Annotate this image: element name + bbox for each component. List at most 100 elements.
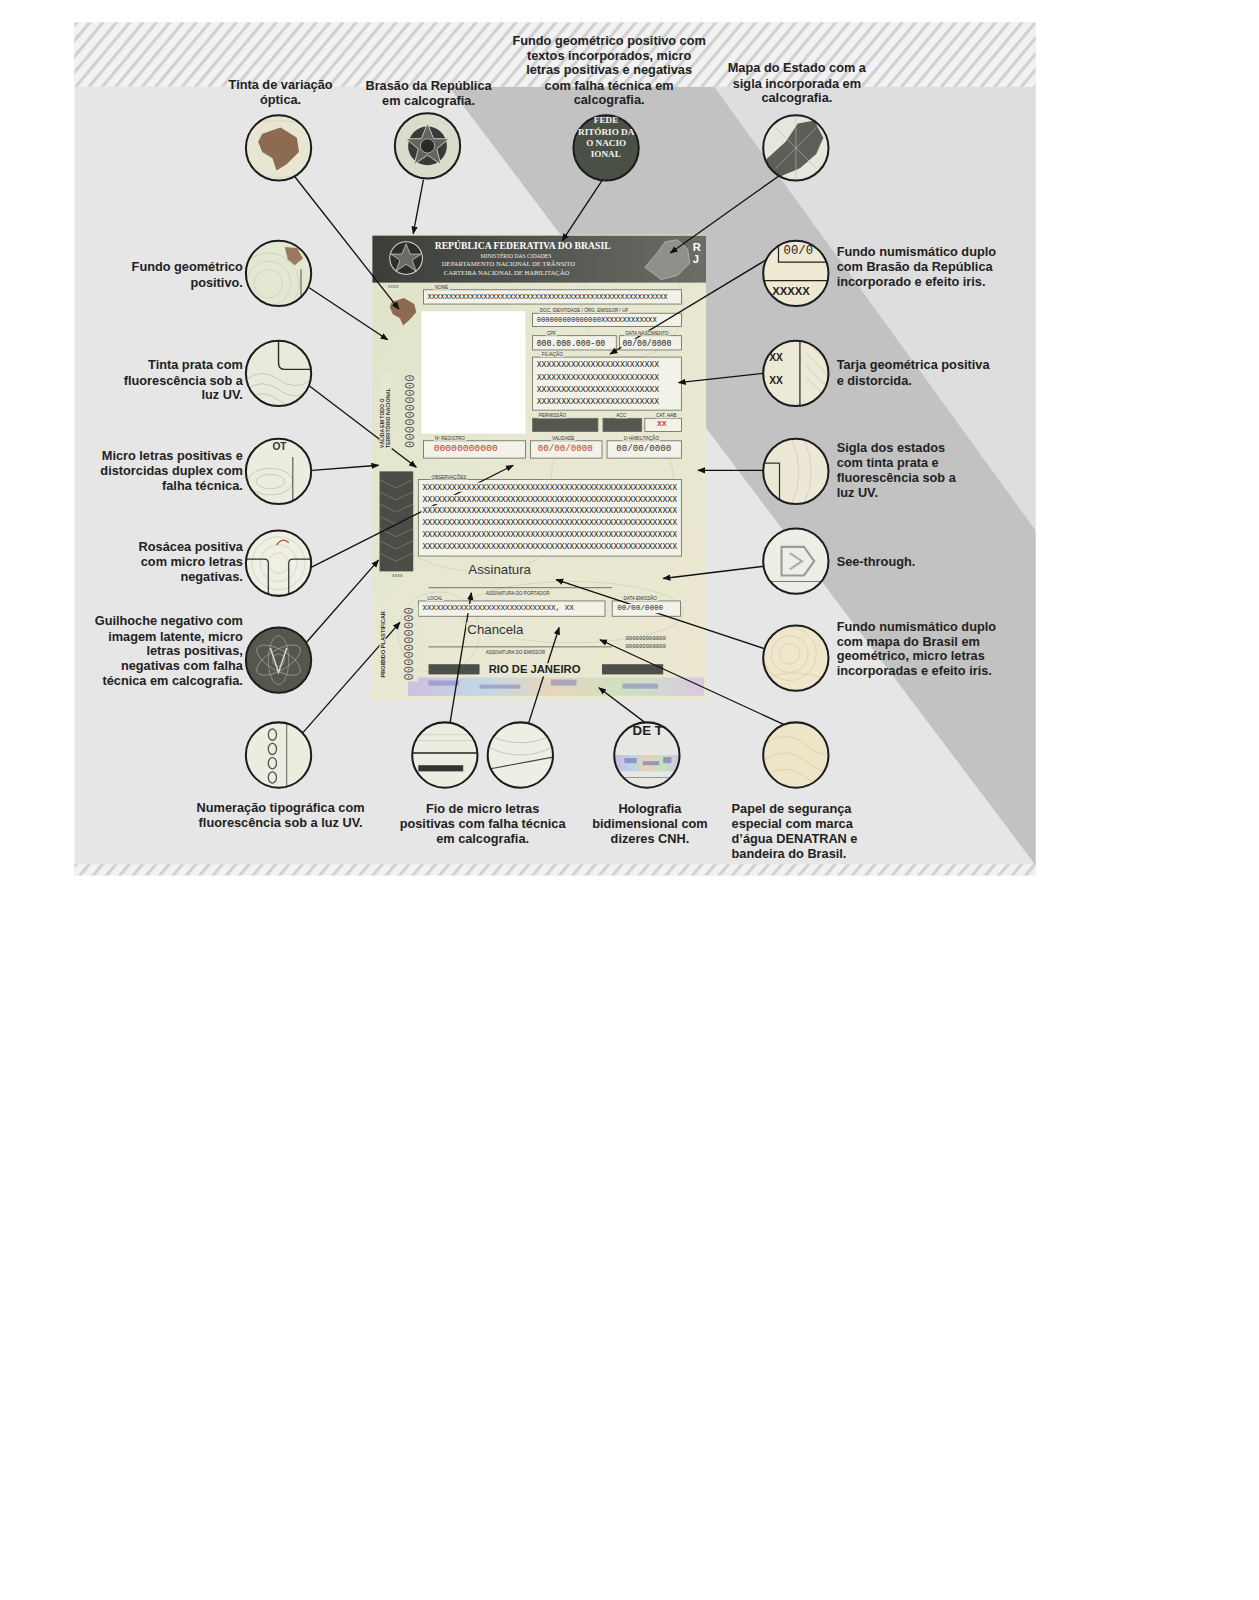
leader-line-part (413, 180, 423, 234)
magnified-text: IONAL (590, 149, 622, 160)
magnifier-detail (614, 722, 679, 787)
card-text: CPF (546, 330, 557, 335)
license-card-part-part (533, 336, 617, 350)
magnified-text: XXXXX (771, 285, 810, 298)
leader-line-part (306, 560, 378, 643)
magnifier-detail (573, 115, 638, 180)
magnifier-detail (258, 128, 299, 171)
license-card-part-part (612, 601, 680, 616)
card-text: 00/00/0000 (621, 338, 672, 347)
card-text: 00000000000 (433, 443, 499, 454)
magnifier-detail (286, 722, 287, 787)
card-text: 1ª HABILITAÇÃO (622, 435, 660, 440)
license-card-part (390, 242, 423, 275)
callout-circle: Numeração tipográfica com fluorescência … (244, 720, 313, 789)
magnifier-detail (799, 341, 800, 406)
magnifier-detail (246, 341, 311, 406)
leader-line-part (698, 470, 763, 471)
magnifier-detail (268, 636, 288, 685)
callout-label: Numeração tipográfica com fluorescência … (194, 801, 367, 831)
magnifier-detail (792, 439, 799, 504)
magnifier-detail (412, 722, 477, 787)
card-text: RJ (693, 241, 704, 266)
magnifier-detail (395, 113, 460, 178)
magnifier-detail (300, 269, 301, 306)
card-text: XXXXXXXXXXXXXXXXXXXXXXXXX (536, 360, 661, 369)
magnifier-detail (763, 722, 828, 787)
card-text: LOCAL (426, 595, 443, 600)
magnifier-circle (244, 720, 313, 789)
callout-label: Rosácea positiva com micro letras negati… (115, 540, 243, 584)
magnifier-detail (412, 722, 477, 787)
magnifier-detail (246, 373, 311, 406)
callout-circle: Fio de micro letras positivas com falha … (410, 720, 555, 789)
magnifier-circle (244, 625, 313, 694)
magnifier-detail (246, 341, 311, 406)
magnifier-detail (246, 341, 311, 406)
magnifier-detail (412, 722, 477, 787)
license-card-part-part (418, 601, 605, 616)
callout-label: Mapa do Estado com a sigla incorporada e… (725, 61, 868, 105)
magnifier-detail (246, 722, 311, 787)
license-card (372, 235, 706, 700)
magnifier-detail (246, 627, 311, 692)
magnifier-detail (763, 737, 828, 754)
card-text: 0000000000 (405, 373, 419, 449)
callout-label: Sigla dos estados com tinta prata e fluo… (837, 441, 975, 500)
magnifier-detail (488, 722, 553, 787)
callout-label: Fundo geométrico positivo com textos inc… (512, 34, 706, 108)
card-text: DATA NASCIMENTO (624, 330, 669, 335)
callout-label: Tinta prata com fluorescência sob a luz … (105, 358, 243, 402)
magnifier-detail (643, 761, 659, 765)
callout-label: Brasão da República em calcografia. (357, 79, 500, 109)
magnifier-detail (395, 113, 460, 178)
magnifier-detail (763, 115, 828, 180)
magnifier-detail (763, 722, 828, 787)
license-card-part-part (380, 480, 414, 562)
leader-line-part (610, 259, 767, 354)
magnifier-detail (780, 644, 800, 664)
magnifier-detail (292, 457, 293, 504)
callout-circle: Tarja geométrica positiva e distorcida. (761, 339, 830, 408)
magnifier-detail (246, 531, 311, 596)
magnifier-detail (246, 439, 311, 504)
card-text: 0000000000 (404, 606, 418, 682)
callout-circle: Fundo numismático duplo com mapa do Bras… (761, 623, 830, 692)
magnifier-detail (763, 280, 828, 281)
card-text: XXXXXXXXXXXXXXXXXXXXXXXXXXXXXXXXXXXXXXXX… (426, 292, 668, 300)
magnifier-detail (763, 341, 828, 406)
card-text: XXXXXXXXXXXXXXXXXXXXXXXXXXXXXXXXXXXXXXXX… (421, 494, 678, 503)
magnifier-detail (246, 531, 311, 596)
magnifier-detail (246, 241, 311, 306)
magnifier-detail (763, 625, 828, 690)
callout-label: Fundo numismático duplo com Brasão da Re… (837, 245, 1000, 289)
magnifier-detail (412, 740, 477, 741)
card-text: XXXX (391, 574, 404, 579)
magnifier-detail (763, 722, 828, 787)
magnifier-detail (254, 269, 283, 298)
license-card-part-part (551, 680, 577, 686)
license-card-part (421, 311, 525, 433)
magnifier-detail (614, 722, 679, 787)
callout-circle: Papel de segurança especial com marca d’… (761, 720, 830, 789)
license-card-part (429, 587, 613, 588)
card-text: XXXXXXXXXXXXXXXXXXXXXXXXXXXXXXXXXXXXXXXX… (421, 506, 678, 515)
callout-circle: Rosácea positiva com micro letras negati… (244, 529, 313, 598)
license-card-part-part (533, 418, 598, 431)
magnifier-detail (763, 753, 828, 770)
card-text: XXXXXXXXXXXXXXXXXXXXXXXXXXXXXXXXXXXXXXXX… (421, 530, 678, 539)
magnifier-detail (268, 553, 288, 573)
magnifier-detail (792, 439, 811, 504)
callout-label: Guilhoche negativo com imagem latente, m… (90, 614, 243, 688)
license-card-part-part (418, 480, 681, 557)
card-text: 000000000000 (624, 636, 666, 642)
magnifier-circle (761, 339, 830, 408)
magnifier-circle (244, 239, 313, 308)
card-text: Nº REGISTRO (434, 435, 466, 440)
magnifier-circle (761, 526, 830, 595)
license-card-part-part (423, 441, 525, 458)
magnifier-detail (573, 115, 638, 180)
magnifier-detail (246, 120, 311, 177)
magnifier-detail (406, 123, 449, 164)
